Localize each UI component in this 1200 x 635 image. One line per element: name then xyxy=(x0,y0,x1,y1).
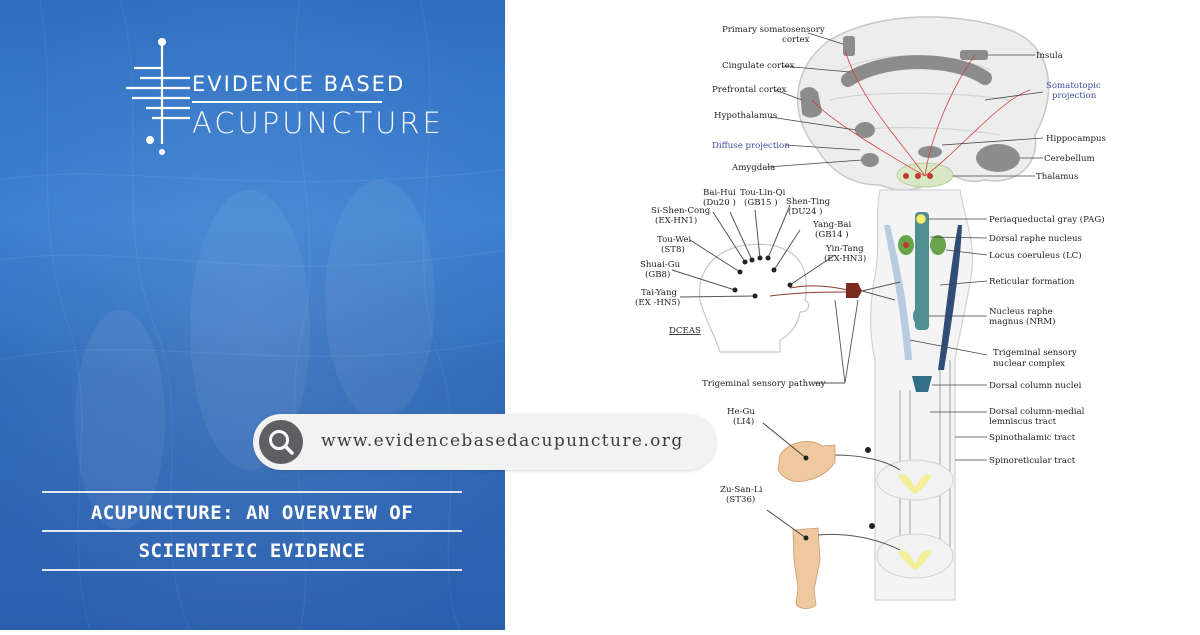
label-trigeminal-complex-2: nuclear complex xyxy=(993,359,1065,369)
label-locus-coeruleus: Locus coeruleus (LC) xyxy=(989,250,1082,261)
label-yang-bai-1: Yang-Bai xyxy=(812,220,852,230)
logo-text-top: EVIDENCE BASED xyxy=(192,72,406,96)
title-rule-middle xyxy=(42,530,462,532)
spinal-section-lower xyxy=(876,533,954,579)
label-shen-ting-1: Shen-Ting xyxy=(786,197,831,207)
leg-shape xyxy=(792,527,821,610)
label-spinoreticular: Spinoreticular tract xyxy=(989,456,1076,466)
label-hippocampus: Hippocampus xyxy=(1046,134,1106,144)
title-rule-top xyxy=(42,491,462,493)
reticular-band-shape xyxy=(938,225,962,370)
website-url-pill[interactable]: www.evidencebasedacupuncture.org xyxy=(253,414,716,470)
article-title-line-2: SCIENTIFIC EVIDENCE xyxy=(138,540,366,562)
label-trigeminal-pathway: Trigeminal sensory pathway xyxy=(702,379,826,389)
label-somatotopic-1: Somatotopic xyxy=(1046,81,1101,91)
label-cerebellum: Cerebellum xyxy=(1044,154,1095,164)
label-he-gu-2: (LI4) xyxy=(733,416,754,427)
label-hypothalamus: Hypothalamus xyxy=(714,111,777,121)
label-dcml-1: Dorsal column-medial xyxy=(989,407,1085,417)
label-primary-somatosensory-2: cortex xyxy=(782,35,810,45)
amygdala-shape xyxy=(861,153,879,167)
background-texture xyxy=(0,0,505,630)
label-dorsal-column-nuclei: Dorsal column nuclei xyxy=(989,381,1082,391)
title-rule-bottom xyxy=(42,569,462,571)
cingulate-cortex-shape xyxy=(841,55,992,87)
label-he-gu-1: He-Gu xyxy=(727,407,755,417)
raphe-column-shape xyxy=(915,212,929,330)
label-pag: Periaqueductal gray (PAG) xyxy=(989,214,1105,225)
cerebellum-shape xyxy=(976,144,1020,172)
label-insula: Insula xyxy=(1036,51,1063,61)
spinal-section-upper xyxy=(876,459,954,501)
somatosensory-cortex-shape xyxy=(843,36,855,56)
acupuncture-neural-pathway-diagram: Primary somatosensory cortex Cingulate c… xyxy=(635,16,1106,610)
label-zu-san-li-1: Zu-San-Li xyxy=(720,485,763,495)
label-dcml-2: lemniscus tract xyxy=(989,417,1057,427)
label-nrm-2: magnus (NRM) xyxy=(989,316,1055,327)
prefrontal-cortex-shape xyxy=(800,87,822,118)
label-prefrontal-cortex: Prefrontal cortex xyxy=(712,85,787,95)
label-nrm-1: Nucleus raphe xyxy=(989,307,1053,317)
label-shen-ting-2: (DU24 ) xyxy=(788,206,823,217)
label-reticular-formation: Reticular formation xyxy=(989,277,1075,287)
label-primary-somatosensory-1: Primary somatosensory xyxy=(722,25,825,35)
website-url[interactable]: www.evidencebasedacupuncture.org xyxy=(321,431,684,451)
label-tou-wei-2: (ST8) xyxy=(661,244,685,255)
label-tou-lin-qi-2: (GB15 ) xyxy=(744,197,778,208)
search-button[interactable] xyxy=(259,420,303,464)
label-shuai-gu-1: Shuai-Gu xyxy=(640,260,681,270)
label-thalamus: Thalamus xyxy=(1036,172,1078,182)
label-cingulate-cortex: Cingulate cortex xyxy=(722,61,795,71)
trigeminal-nucleus-shape xyxy=(884,225,912,360)
locus-coeruleus-right xyxy=(930,235,946,255)
diagram-panel: Primary somatosensory cortex Cingulate c… xyxy=(505,0,1200,630)
label-shuai-gu-2: (GB8) xyxy=(645,269,670,280)
label-diffuse-projection: Diffuse projection xyxy=(712,141,790,151)
head-outline xyxy=(699,243,810,353)
hypothalamus-shape xyxy=(855,122,875,138)
label-yin-tang-1: Yin-Tang xyxy=(825,244,864,254)
label-somatotopic-2: projection xyxy=(1052,91,1097,101)
label-bai-hui-1: Bai-Hui xyxy=(703,188,736,198)
logo-mark-icon xyxy=(126,38,190,155)
trigeminal-ganglion-icon xyxy=(846,283,862,298)
logo-divider xyxy=(192,101,382,103)
label-si-shen-cong-1: Si-Shen-Cong xyxy=(651,206,711,216)
label-tai-yang-2: (EX -HN5) xyxy=(635,297,680,308)
hand-shape xyxy=(777,440,836,483)
label-amygdala: Amygdala xyxy=(731,163,775,173)
label-zu-san-li-2: (ST36) xyxy=(726,494,755,505)
head-needles xyxy=(671,204,836,298)
label-dceas: DCEAS xyxy=(669,326,701,336)
label-yang-bai-2: (GB14 ) xyxy=(815,229,849,240)
label-si-shen-cong-2: (EX-HN1) xyxy=(655,215,697,226)
label-trigeminal-complex-1: Trigeminal sensory xyxy=(993,348,1077,358)
hero-panel: EVIDENCE BASED ACUPUNCTURE ACUPUNCTURE: … xyxy=(0,0,505,630)
search-icon xyxy=(269,430,294,455)
nrm-shape xyxy=(913,306,929,326)
label-tai-yang-1: Tai-Yang xyxy=(641,288,678,298)
insula-shape xyxy=(960,50,988,60)
article-title-line-1: ACUPUNCTURE: AN OVERVIEW OF xyxy=(90,502,414,524)
label-spinothalamic: Spinothalamic tract xyxy=(989,433,1076,443)
logo-text-bottom: ACUPUNCTURE xyxy=(192,106,444,140)
dorsal-column-nuclei-shape xyxy=(912,376,932,392)
label-bai-hui-2: (Du20 ) xyxy=(703,197,736,208)
label-yin-tang-2: (EX-HN3) xyxy=(824,253,866,264)
label-tou-lin-qi-1: Tou-Lin-Qi xyxy=(740,188,786,198)
label-tou-wei-1: Tou-Wei xyxy=(657,235,691,245)
label-dorsal-raphe: Dorsal raphe nucleus xyxy=(989,234,1082,244)
